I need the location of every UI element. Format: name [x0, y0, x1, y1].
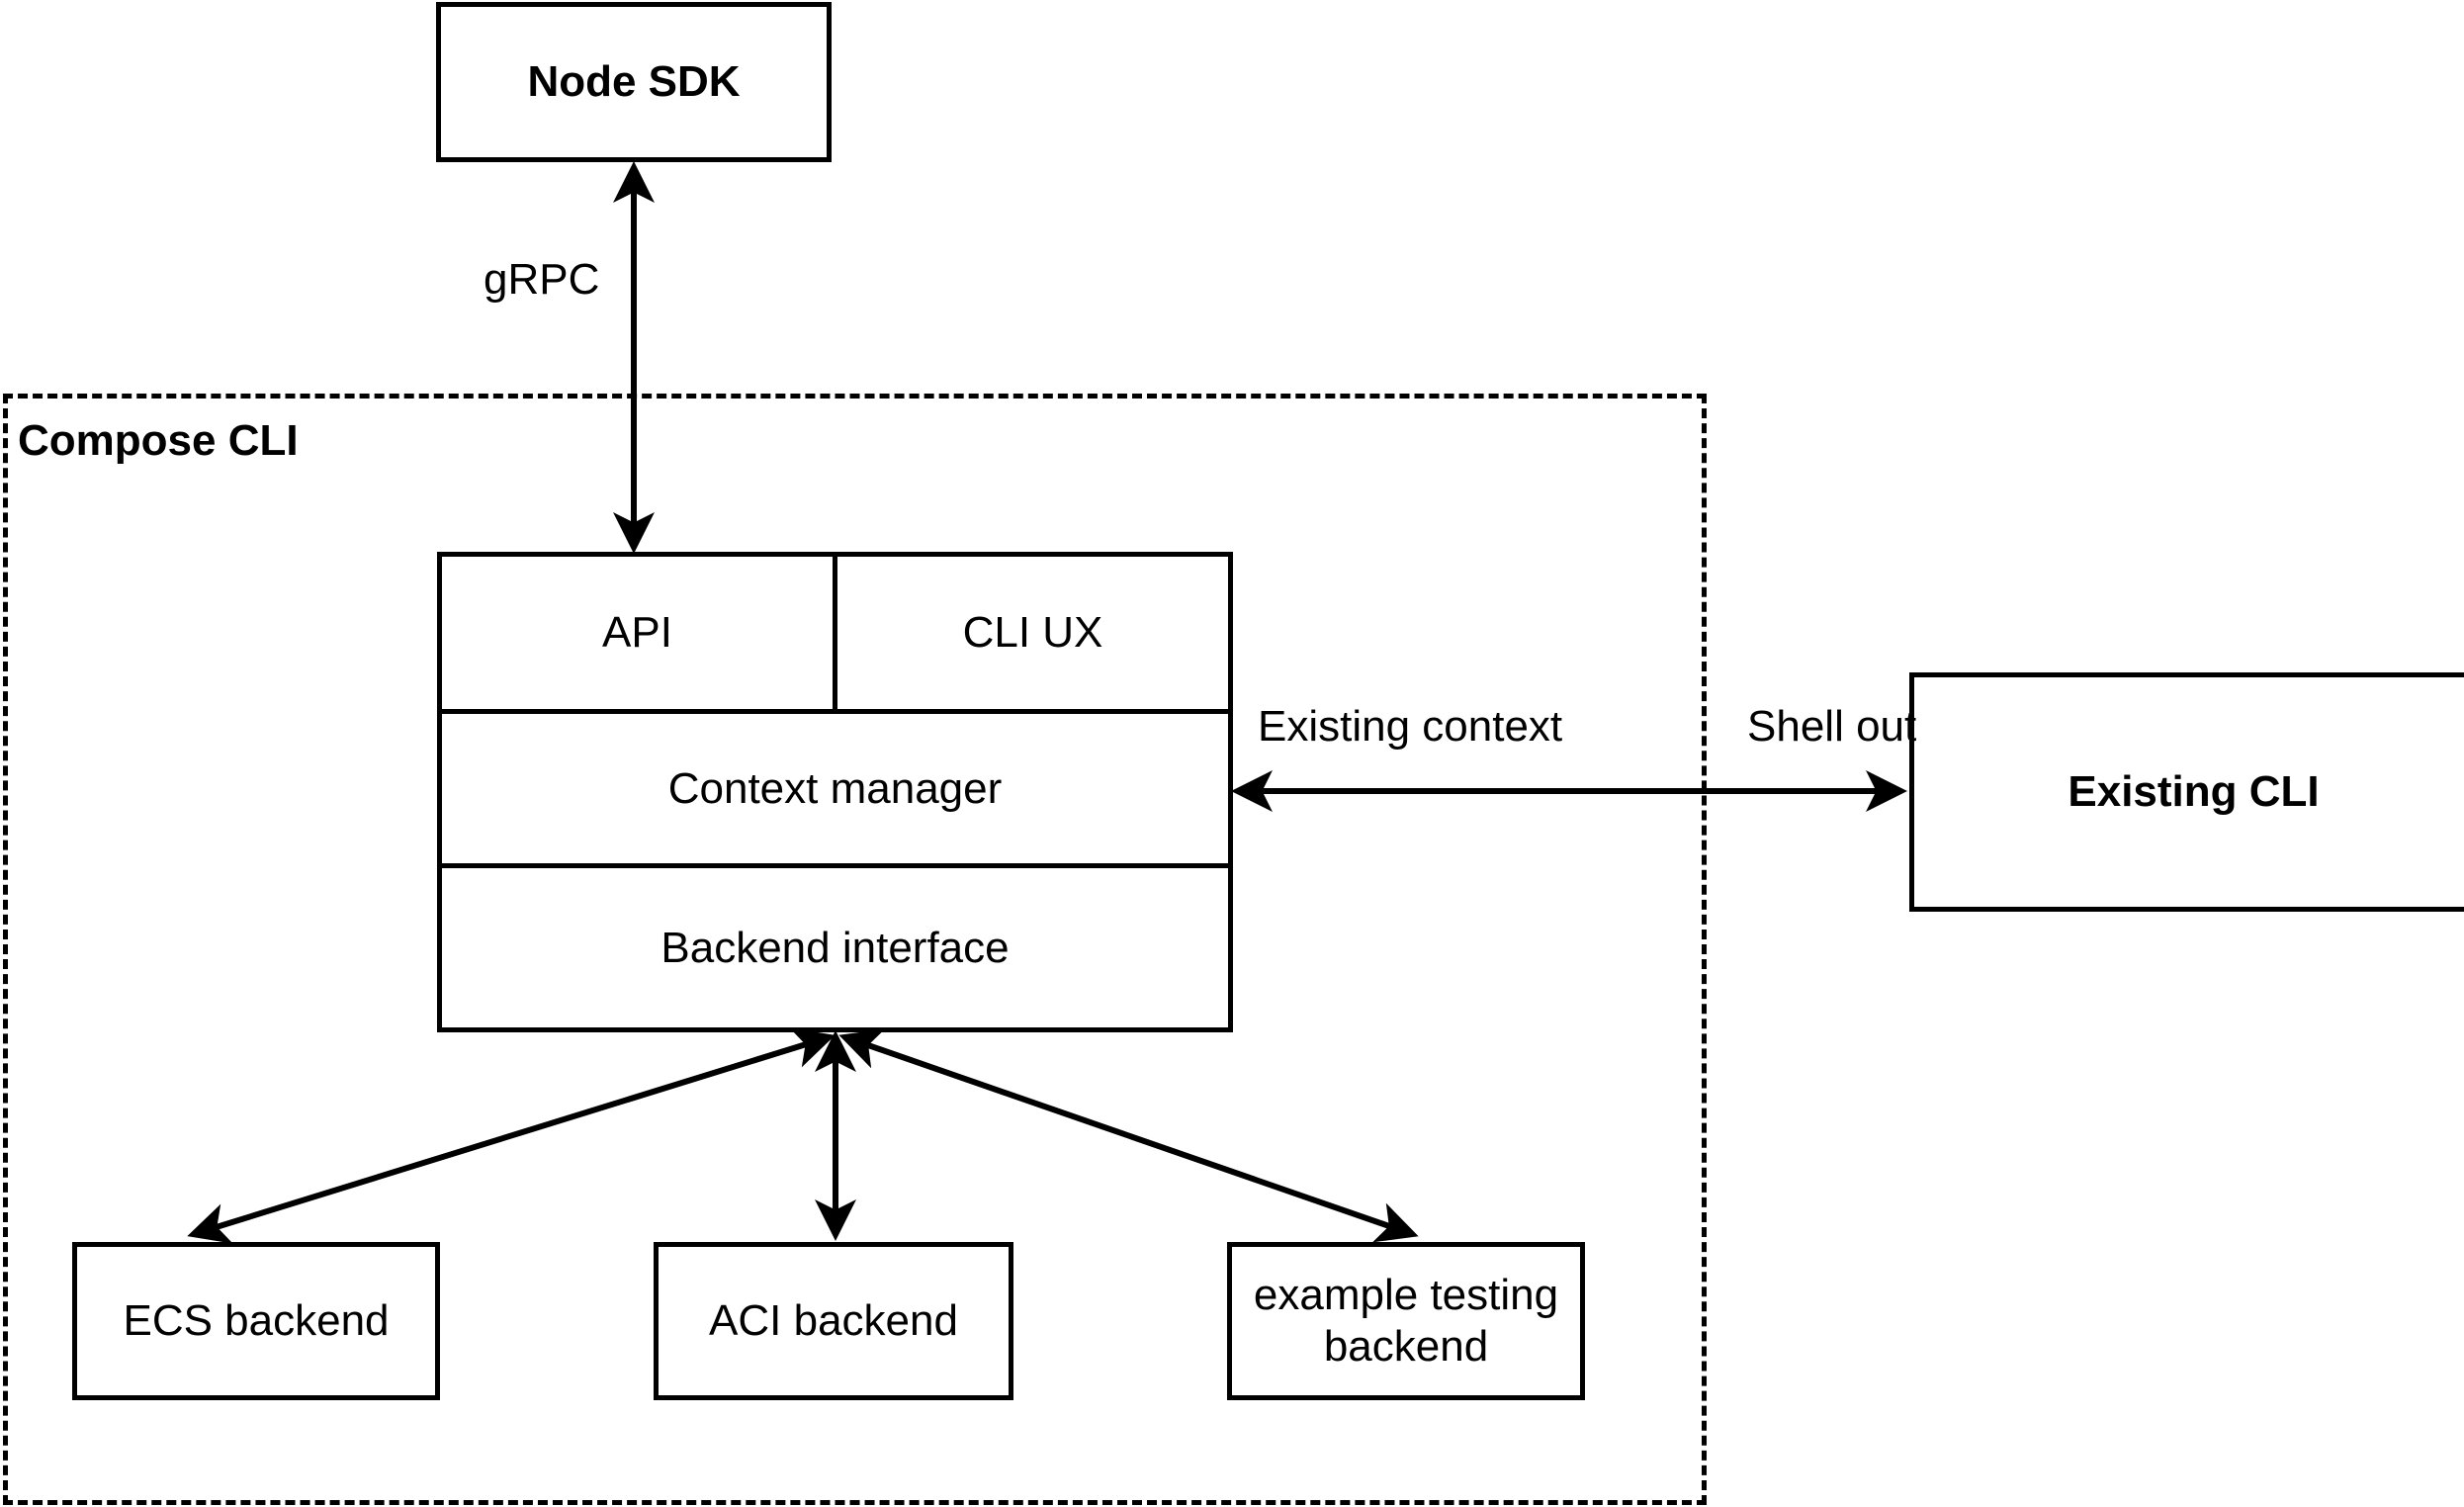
- panel-cell-context-manager[interactable]: Context manager: [442, 713, 1228, 864]
- node-aci-backend-label: ACI backend: [709, 1296, 958, 1346]
- panel-compose-cli-core: API CLI UX Context manager Backend inter…: [437, 552, 1233, 1032]
- node-ecs-backend[interactable]: ECS backend: [72, 1242, 440, 1400]
- node-aci-backend[interactable]: ACI backend: [654, 1242, 1013, 1400]
- group-compose-cli: [3, 394, 1707, 1505]
- group-compose-cli-label: Compose CLI: [18, 416, 299, 465]
- node-existing-cli[interactable]: Existing CLI: [1909, 672, 2464, 912]
- edge-label-grpc: gRPC: [484, 255, 600, 304]
- node-node-sdk[interactable]: Node SDK: [436, 2, 832, 162]
- node-ecs-backend-label: ECS backend: [123, 1296, 390, 1346]
- edge-label-existing-context: Existing context: [1258, 702, 1563, 751]
- node-example-testing-backend-label-line1: example testing: [1253, 1271, 1559, 1320]
- node-node-sdk-label: Node SDK: [527, 57, 741, 107]
- node-existing-cli-label: Existing CLI: [2068, 767, 2320, 817]
- panel-cell-backend-interface[interactable]: Backend interface: [442, 868, 1228, 1027]
- node-example-testing-backend[interactable]: example testing backend: [1227, 1242, 1585, 1400]
- panel-cell-cli-ux[interactable]: CLI UX: [837, 557, 1228, 709]
- panel-row-api-cliux: API CLI UX: [442, 557, 1228, 714]
- node-example-testing-backend-label-line2: backend: [1323, 1322, 1489, 1371]
- panel-cell-api[interactable]: API: [442, 557, 837, 709]
- edge-label-shell-out: Shell out: [1747, 702, 1917, 751]
- panel-row-backend-interface: Backend interface: [442, 868, 1228, 1027]
- panel-row-context-manager: Context manager: [442, 713, 1228, 869]
